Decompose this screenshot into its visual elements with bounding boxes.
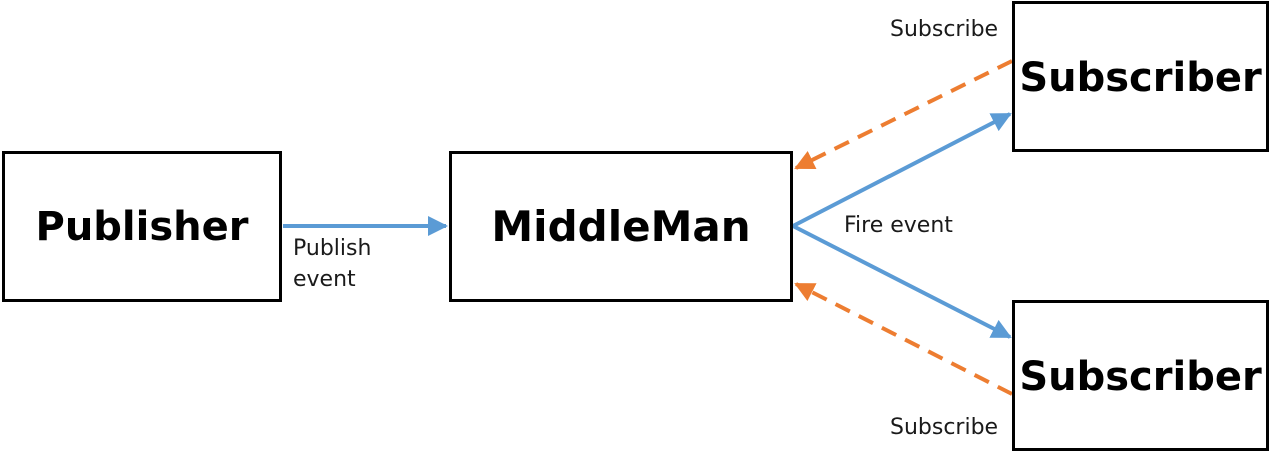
subscriber-bottom-label: Subscriber [1019, 354, 1262, 400]
subscribe-label-bottom: Subscribe [890, 415, 999, 440]
publisher-node: Publisher [2, 151, 282, 302]
middleman-node: MiddleMan [449, 151, 793, 302]
fire-event-label: Fire event [844, 213, 953, 238]
middleman-label: MiddleMan [491, 202, 751, 251]
subscriber-node-bottom: Subscriber [1012, 300, 1269, 451]
fire-event-arrow-top [792, 112, 1012, 228]
subscribe-arrow-bottom [794, 282, 1013, 396]
fire-event-arrow-bottom [792, 224, 1012, 339]
publish-event-label: Publish event [293, 233, 371, 295]
subscribe-arrow-top [794, 59, 1013, 170]
publish-event-label-line2: event [293, 267, 356, 292]
publish-event-label-line1: Publish [293, 236, 372, 261]
subscriber-top-label: Subscriber [1019, 55, 1262, 101]
publisher-label: Publisher [35, 203, 249, 250]
subscriber-node-top: Subscriber [1012, 1, 1269, 152]
subscribe-label-top: Subscribe [890, 17, 999, 42]
